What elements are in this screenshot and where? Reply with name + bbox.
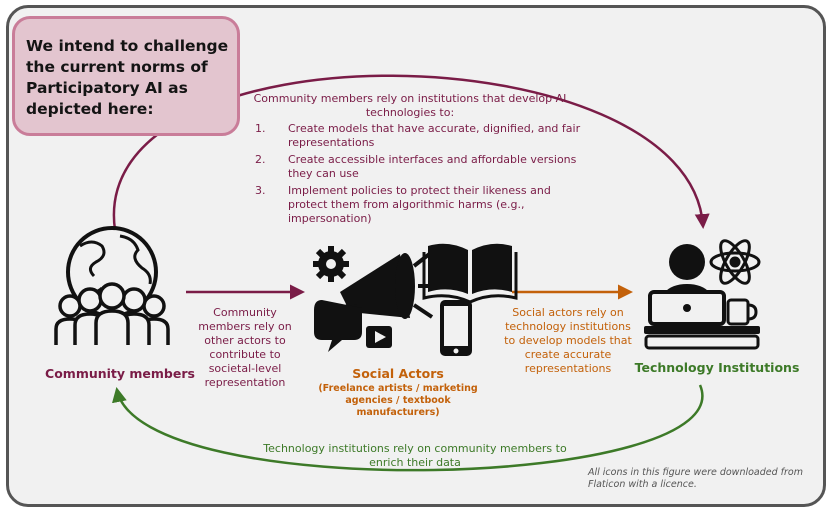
- top-arc-list: 1. Create models that have accurate, dig…: [255, 122, 585, 229]
- list-item: 1. Create models that have accurate, dig…: [255, 122, 585, 150]
- callout-text: We intend to challenge the current norms…: [26, 37, 229, 118]
- gear-icon: [313, 246, 349, 282]
- social-arrow-text: Social actors rely on technology institu…: [504, 306, 632, 375]
- community-members-label: Community members: [45, 366, 195, 381]
- people-group-icon: [54, 282, 170, 345]
- bottom-arc-arrow: [112, 384, 704, 472]
- person-laptop-icon: [644, 244, 760, 350]
- list-item: 3. Implement policies to protect their l…: [255, 184, 585, 226]
- atom-icon: [709, 239, 761, 285]
- community-arrow-text: Community members rely on other actors t…: [198, 306, 292, 389]
- top-arc-intro: Community members rely on institutions t…: [253, 92, 567, 119]
- list-item-text: Implement policies to protect their like…: [288, 184, 551, 225]
- book-icon: [422, 243, 518, 304]
- list-item-number: 2.: [255, 153, 266, 166]
- social-actors-sublabel: (Freelance artists / marketing agencies …: [318, 383, 478, 418]
- video-icon: [366, 326, 392, 348]
- smartphone-icon: [440, 300, 472, 356]
- list-item-number: 3.: [255, 184, 266, 197]
- bottom-arc-text: Technology institutions rely on communit…: [263, 442, 567, 469]
- list-item-number: 1.: [255, 122, 266, 135]
- technology-institutions-label: Technology Institutions: [634, 360, 800, 375]
- coffee-mug-icon: [726, 298, 758, 326]
- social-actors-label: Social Actors: [352, 366, 444, 381]
- list-item: 2. Create accessible interfaces and affo…: [255, 153, 585, 181]
- list-item-text: Create models that have accurate, dignif…: [288, 122, 581, 149]
- list-item-text: Create accessible interfaces and afforda…: [288, 153, 577, 180]
- top-arc-arrow: [112, 74, 710, 231]
- challenge-callout: [12, 16, 240, 136]
- speech-bubble-icon: [314, 300, 362, 352]
- icon-credit: All icons in this figure were downloaded…: [588, 467, 803, 490]
